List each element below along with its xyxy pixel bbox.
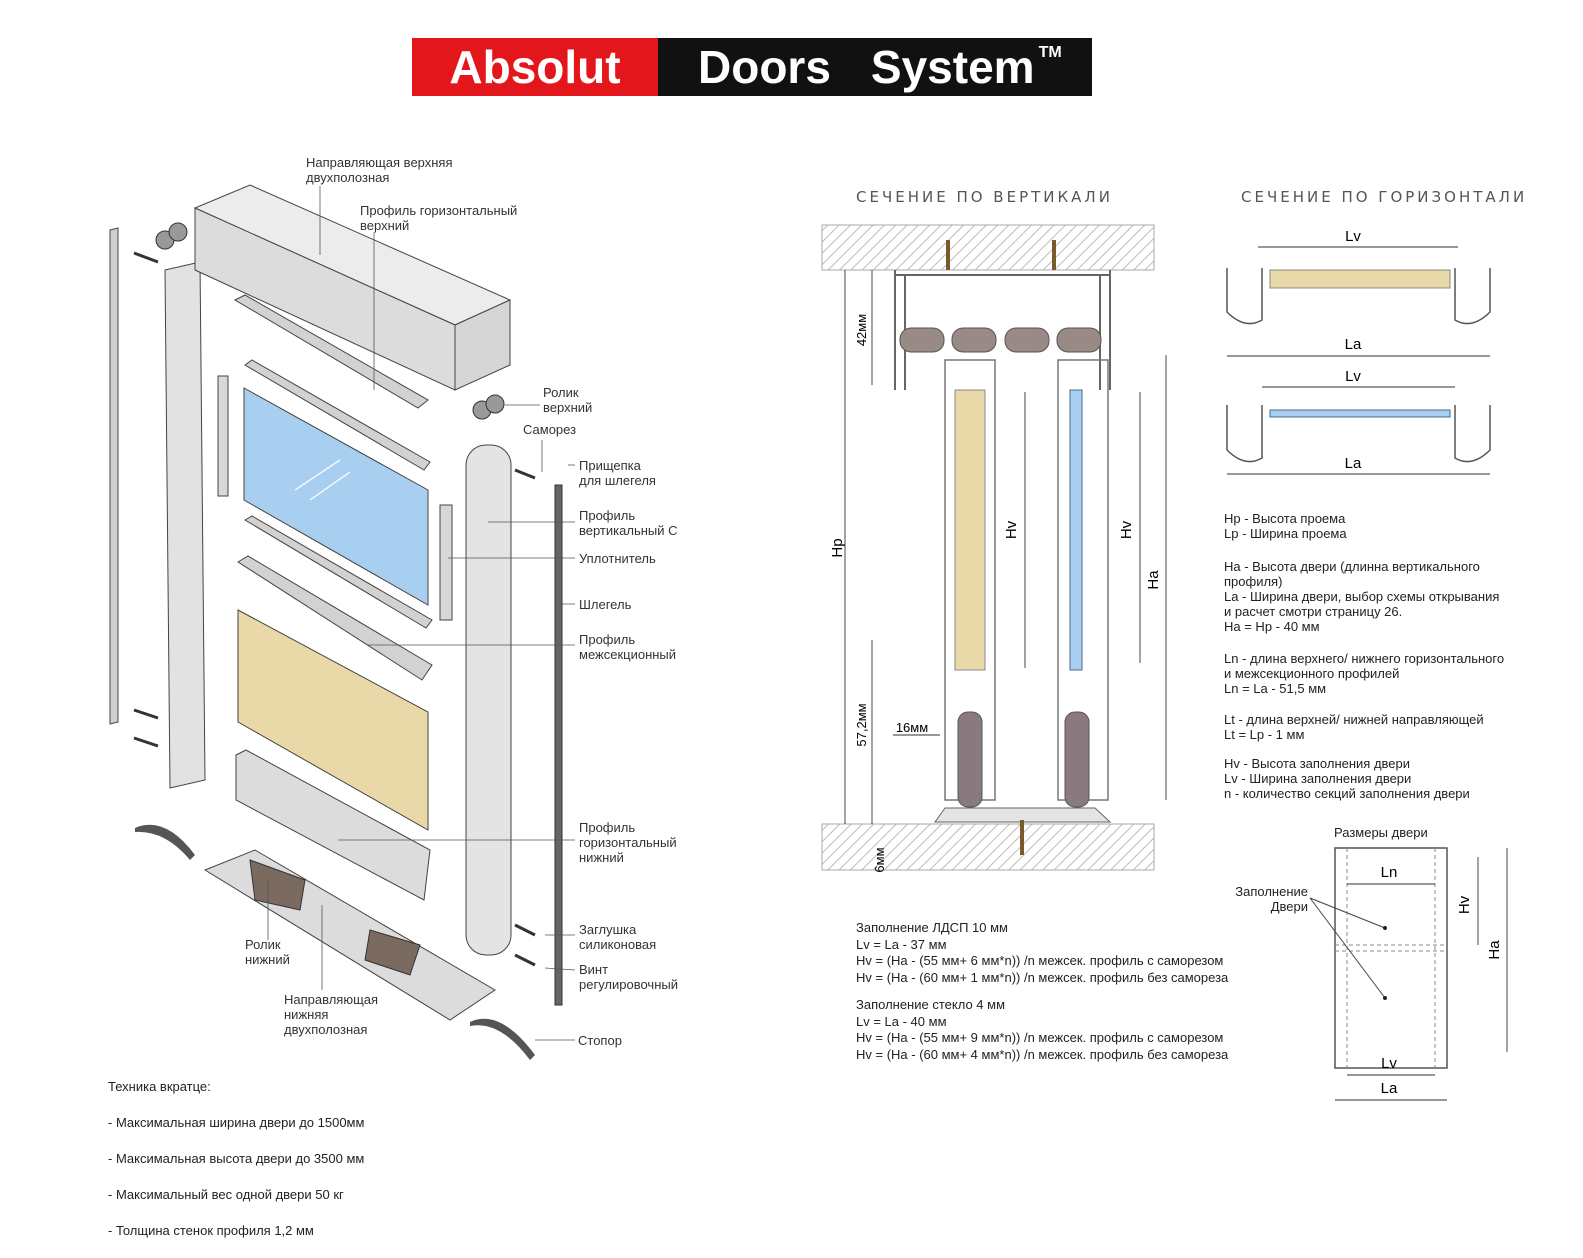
dim-hp: Hp [829, 538, 846, 557]
dim-lv-door: Lv [1381, 1055, 1397, 1072]
stopper-left [135, 824, 195, 860]
ceiling [821, 224, 1155, 271]
legend-block-2: Ha - Высота двери (длинна вертикального … [1224, 559, 1500, 634]
horizontal-section-title: СЕЧЕНИЕ ПО ГОРИЗОНТАЛИ [1241, 188, 1528, 206]
brush-strip [554, 484, 563, 1006]
tech-item: - Толщина стенок профиля 1,2 мм [108, 1223, 314, 1238]
vertical-section-drawing [821, 224, 1167, 871]
dim-hv-left: Hv [1003, 520, 1020, 539]
tech-item: - Максимальная высота двери до 3500 мм [108, 1151, 365, 1166]
dim-la-1: La [1345, 336, 1362, 353]
seal-strip-right [439, 504, 453, 621]
label-mid-profile: Профиль межсекционный [579, 632, 677, 662]
bottom-horizontal-profile [235, 749, 431, 901]
left-brush-strip [109, 227, 119, 725]
bottom-roller-section [957, 711, 983, 808]
dim-lv-1: Lv [1345, 228, 1361, 245]
legend-block-4: Lt - длина верхней/ нижней направляющей … [1224, 712, 1484, 742]
screw [133, 251, 159, 264]
label-clip: Прищепка для шлегеля [579, 458, 656, 488]
dim-ln: Ln [1381, 864, 1398, 881]
left-vertical-profile [164, 261, 206, 789]
formula-glass: Заполнение стекло 4 мм Lv = La - 40 мм H… [856, 997, 1229, 1062]
label-bottom-guide: Направляющая нижняя двухполозная [284, 992, 379, 1037]
dim-57: 57,2мм [854, 703, 869, 746]
legend-block-3: Ln - длина верхнего/ нижнего горизонталь… [1224, 651, 1505, 696]
dim-ha: Ha [1145, 570, 1162, 590]
chipboard-fill-section [954, 389, 986, 671]
bottom-guide-section [934, 807, 1112, 823]
dim-lv-2: Lv [1345, 368, 1361, 385]
label-screw: Саморез [523, 422, 577, 437]
dim-la-2: La [1345, 455, 1362, 472]
bottom-roller-2 [364, 929, 421, 976]
horizontal-section-drawing: Lv La Lv La [1226, 228, 1491, 475]
dim-42: 42мм [854, 314, 869, 346]
label-top-roller: Ролик верхний [543, 385, 593, 415]
glass-panel [243, 387, 429, 606]
label-seal: Уплотнитель [579, 551, 656, 566]
stopper-right [470, 1018, 535, 1060]
door-fill-label: Заполнение Двери [1235, 884, 1308, 914]
formula-chipboard: Заполнение ЛДСП 10 мм Lv = La - 37 мм Hv… [856, 920, 1229, 985]
logo-tm: TM [1038, 44, 1062, 61]
mid-section-profile [237, 555, 433, 681]
right-vertical-profile [465, 444, 512, 956]
label-top-profile: Профиль горизонтальный верхний [360, 203, 518, 233]
glass-horizontal-section [1269, 409, 1451, 418]
bottom-roller-1 [249, 859, 306, 911]
dim-ha-door: Ha [1486, 940, 1503, 960]
label-top-guide: Направляющая верхняя двухполозная [306, 155, 453, 185]
top-horizontal-profile [233, 294, 429, 409]
legend-block-1: Hp - Высота проема Lp - Ширина проема [1224, 511, 1347, 541]
door-dimensions-drawing: Ln Hv Ha Lv La [1309, 847, 1508, 1101]
floor [821, 823, 1155, 871]
tech-title: Техника вкратце: [108, 1079, 211, 1094]
vertical-section-title: СЕЧЕНИЕ ПО ВЕРТИКАЛИ [856, 188, 1113, 206]
dim-16: 16мм [896, 720, 928, 735]
logo-doors: Doors [698, 41, 831, 93]
glass-fill-section [1069, 389, 1083, 671]
label-bottom-roller: Ролик нижний [245, 937, 290, 967]
label-adj-screw: Винт регулировочный [579, 962, 678, 992]
tech-item: - Максимальная ширина двери до 1500мм [108, 1115, 365, 1130]
seal-strip-left [217, 375, 229, 497]
label-vertical-c: Профиль вертикальный С [579, 508, 678, 538]
chipboard-horizontal-section [1269, 269, 1451, 289]
top-roller [899, 327, 945, 353]
legend-block-5: Hv - Высота заполнения двери Lv - Ширина… [1224, 756, 1470, 801]
door-dims-title: Размеры двери [1334, 825, 1428, 840]
dim-hv-door: Hv [1456, 895, 1473, 914]
logo-doors-system: Doors System TM [658, 38, 1092, 96]
label-brush: Шлегель [579, 597, 632, 612]
dim-la-door: La [1381, 1080, 1398, 1097]
exploded-view-drawing [109, 184, 576, 1060]
dim-6: 6мм [872, 847, 887, 872]
brand-logo: Absolut Doors System TM [412, 38, 1092, 96]
chipboard-panel [237, 609, 429, 831]
label-stopper: Стопор [578, 1033, 622, 1048]
label-bottom-profile: Профиль горизонтальный нижний [579, 820, 677, 865]
label-plug: Заглушка силиконовая [579, 922, 657, 952]
dim-hv-right: Hv [1118, 520, 1135, 539]
door-outline [1334, 847, 1448, 1069]
logo-absolut: Absolut [412, 38, 658, 96]
logo-system: System [870, 41, 1035, 93]
vertical-section-labels: 42мм 57,2мм 16мм 6мм Hp Hv Hv Ha [829, 314, 1162, 873]
